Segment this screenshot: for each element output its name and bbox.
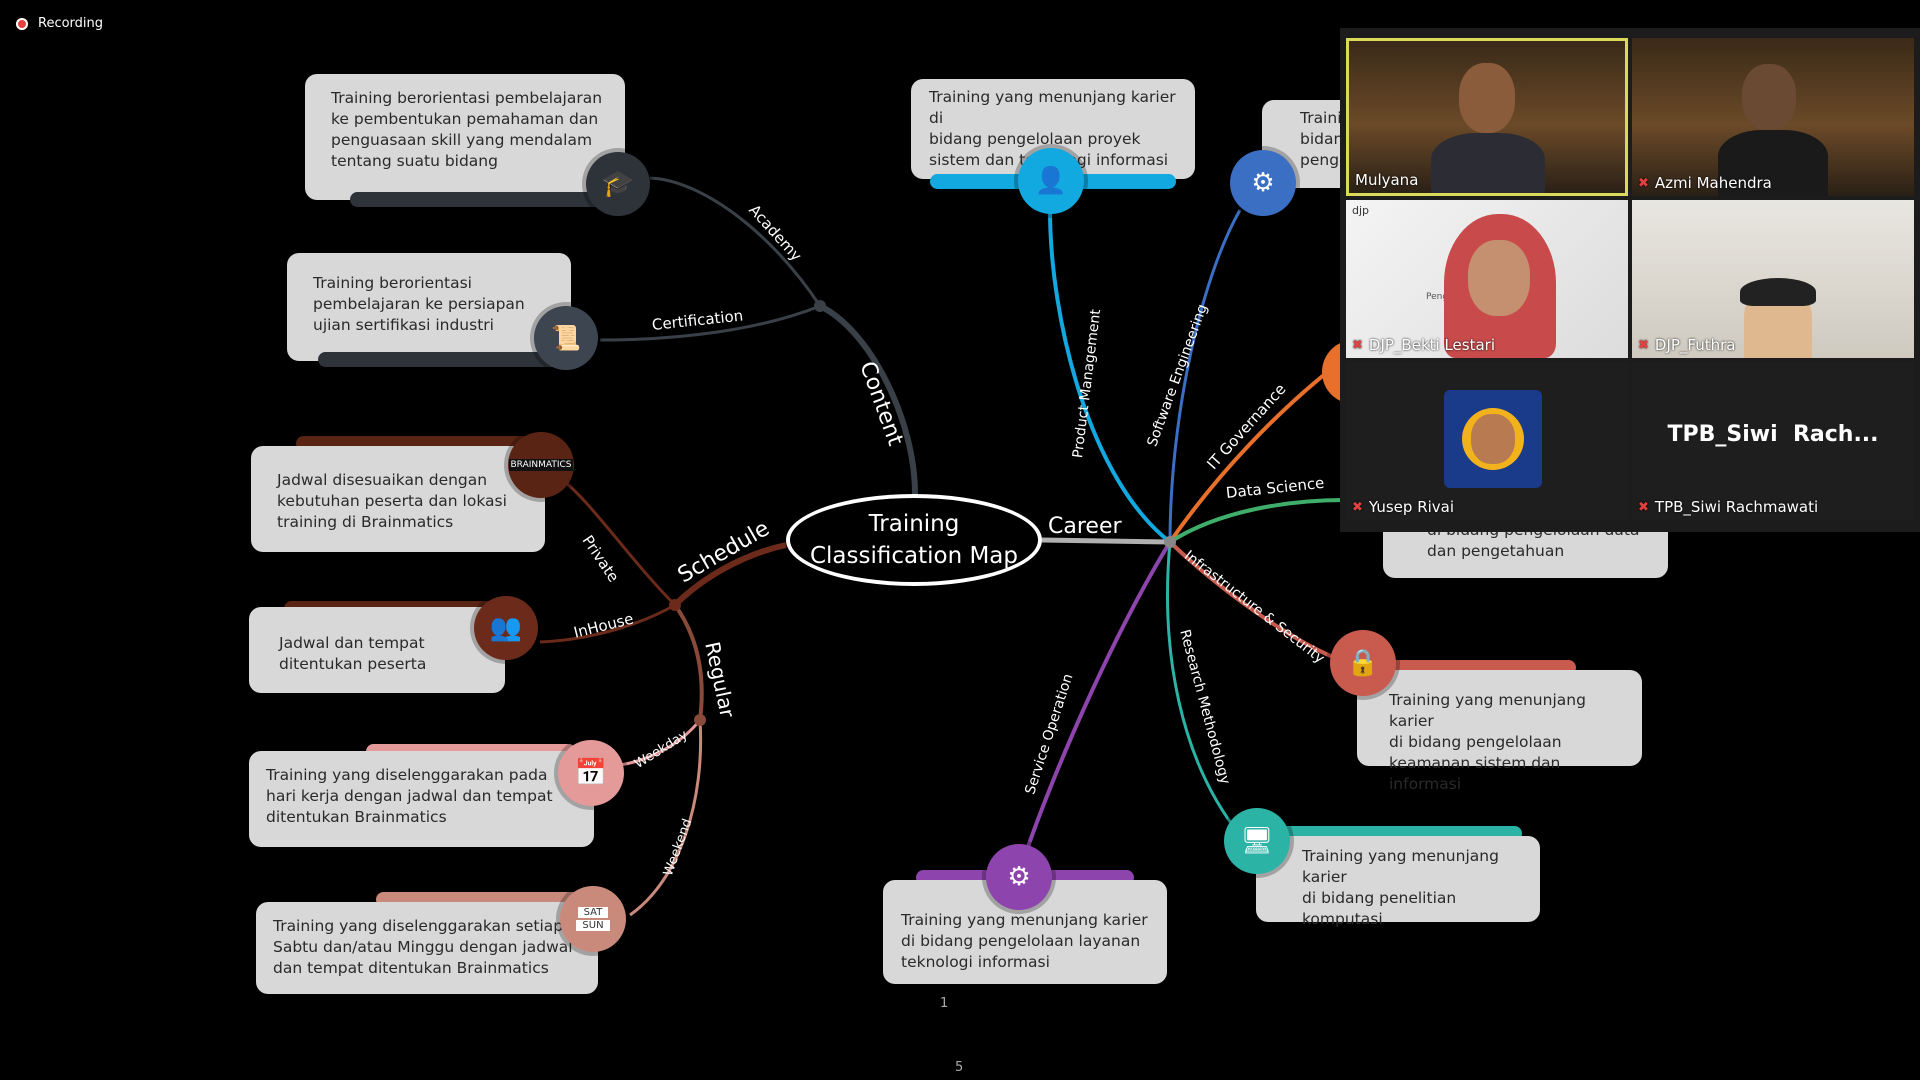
participant-shirt bbox=[1431, 133, 1545, 193]
card-weekend: Training yang diselenggarakan setiap Sab… bbox=[256, 902, 598, 994]
governance-line bbox=[1168, 368, 1332, 544]
avatar-face bbox=[1471, 414, 1515, 464]
avatar-frame-icon bbox=[1462, 408, 1524, 470]
djp-badge: djp bbox=[1352, 204, 1370, 217]
card-software-engineering-text: Traini bidan peng bbox=[1300, 109, 1344, 169]
participant-tile-azmi[interactable]: ✖Azmi Mahendra bbox=[1632, 38, 1914, 196]
regular-line bbox=[673, 603, 704, 721]
user-gear-icon: ⚙ bbox=[1230, 150, 1296, 216]
cal-sat-label: SAT bbox=[577, 907, 609, 918]
presenter-icon: 👤 bbox=[1018, 148, 1084, 214]
inhouse-line bbox=[539, 603, 676, 644]
recording-indicator[interactable]: Recording bbox=[16, 16, 103, 31]
mic-muted-icon: ✖ bbox=[1352, 337, 1363, 353]
card-private-text: Jadwal disesuaikan dengan kebutuhan pese… bbox=[277, 471, 507, 531]
branch-label-career: Career bbox=[1048, 514, 1122, 539]
card-weekday-text: Training yang diselenggarakan pada hari … bbox=[266, 766, 553, 826]
schedule-node bbox=[669, 599, 681, 611]
user-lock-icon: 🔒 bbox=[1330, 630, 1396, 696]
bar-certification bbox=[318, 352, 568, 367]
participant-avatar bbox=[1468, 240, 1530, 316]
schedule-branch-line bbox=[672, 542, 787, 608]
participant-big-name: TPB_Siwi Rach... bbox=[1667, 422, 1879, 447]
card-weekend-text: Training yang diselenggarakan setiap Sab… bbox=[273, 917, 573, 977]
card-infra-security: Training yang menunjang karier di bidang… bbox=[1357, 670, 1642, 793]
product-line bbox=[1048, 209, 1172, 544]
monitor-search-icon: 🖥 bbox=[1224, 808, 1290, 874]
participant-avatar bbox=[1742, 64, 1796, 130]
academy-line bbox=[649, 176, 822, 307]
recording-label: Recording bbox=[38, 16, 104, 31]
software-line bbox=[1168, 209, 1242, 543]
content-node bbox=[814, 300, 826, 312]
participant-tile-futhra[interactable]: ✖DJP_Futhra bbox=[1632, 200, 1914, 358]
card-research: Training yang menunjang karier di bidang… bbox=[1256, 836, 1540, 928]
regular-node bbox=[694, 714, 706, 726]
certification-line bbox=[599, 304, 821, 342]
record-icon bbox=[16, 17, 28, 30]
participant-name-siwi: ✖TPB_Siwi Rachmawati bbox=[1638, 498, 1819, 516]
card-certification: Training berorientasi pembelajaran ke pe… bbox=[287, 253, 571, 361]
card-inhouse: Jadwal dan tempat ditentukan peserta bbox=[249, 607, 505, 693]
gear-search-icon: ⚙ bbox=[986, 844, 1052, 910]
mic-muted-icon: ✖ bbox=[1638, 175, 1649, 191]
participant-shirt bbox=[1718, 130, 1828, 196]
card-academy-text: Training berorientasi pembelajaran ke pe… bbox=[331, 89, 603, 170]
infra-line bbox=[1168, 540, 1341, 662]
participant-name-bekti: ✖DJP_Bekti Lestari bbox=[1352, 336, 1495, 354]
certificate-icon: 📜 bbox=[534, 306, 598, 370]
participant-name-futhra: ✖DJP_Futhra bbox=[1638, 336, 1736, 354]
participant-tile-bekti[interactable]: djp Pengelola ✖DJP_Bekti Lestari bbox=[1346, 200, 1628, 358]
mic-muted-icon: ✖ bbox=[1638, 337, 1649, 353]
participant-hair bbox=[1740, 278, 1816, 306]
participant-name-yusep: ✖Yusep Rivai bbox=[1352, 498, 1455, 516]
card-academy: Training berorientasi pembelajaran ke pe… bbox=[305, 74, 625, 200]
page-number-top: 1 bbox=[940, 996, 949, 1011]
content-branch-line bbox=[818, 303, 918, 495]
participant-avatar bbox=[1444, 390, 1542, 488]
mic-muted-icon: ✖ bbox=[1638, 499, 1649, 515]
card-private: Jadwal disesuaikan dengan kebutuhan pese… bbox=[251, 446, 545, 552]
graduation-cap-icon: 🎓 bbox=[586, 152, 650, 216]
participant-name-mulyana: Mulyana bbox=[1355, 171, 1419, 189]
brainmatics-logo: BRAINMATICS bbox=[508, 432, 574, 498]
video-gallery: Mulyana ✖Azmi Mahendra djp Pengelola ✖DJ… bbox=[1340, 28, 1920, 532]
center-node: Training Classification Map bbox=[786, 494, 1042, 586]
weekend-line bbox=[629, 719, 703, 917]
center-title-line2: Classification Map bbox=[809, 543, 1019, 569]
brainmatics-logo-text: BRAINMATICS bbox=[508, 459, 574, 471]
page-number-bottom: 5 bbox=[955, 1060, 964, 1075]
data-line bbox=[1168, 498, 1346, 544]
weekend-calendar-icon: SAT SUN bbox=[560, 886, 626, 952]
career-branch-line bbox=[1041, 537, 1171, 545]
center-title-line1: Training bbox=[868, 511, 960, 537]
card-service-operation-text: Training yang menunjang karier di bidang… bbox=[901, 911, 1148, 971]
mic-muted-icon: ✖ bbox=[1352, 499, 1363, 515]
card-infra-security-text: Training yang menunjang karier di bidang… bbox=[1389, 691, 1586, 793]
bar-academy bbox=[350, 192, 630, 207]
people-meeting-icon: 👥 bbox=[474, 596, 538, 660]
participant-tile-siwi[interactable]: TPB_Siwi Rach... ✖TPB_Siwi Rachmawati bbox=[1632, 362, 1914, 520]
research-line bbox=[1166, 541, 1242, 836]
service-line bbox=[1018, 540, 1172, 871]
card-weekday: Training yang diselenggarakan pada hari … bbox=[249, 751, 594, 847]
participant-tile-yusep[interactable]: ✖Yusep Rivai bbox=[1346, 362, 1628, 520]
card-research-text: Training yang menunjang karier di bidang… bbox=[1302, 847, 1499, 928]
card-certification-text: Training berorientasi pembelajaran ke pe… bbox=[313, 274, 525, 334]
card-product-management-text: Training yang menunjang karier di bidang… bbox=[929, 88, 1176, 169]
card-inhouse-text: Jadwal dan tempat ditentukan peserta bbox=[279, 634, 427, 673]
participant-avatar bbox=[1459, 63, 1515, 133]
career-node bbox=[1164, 536, 1176, 548]
cal-sun-label: SUN bbox=[576, 920, 610, 931]
private-line bbox=[559, 476, 677, 607]
calendar-icon: 📅 bbox=[558, 740, 624, 806]
participant-name-azmi: ✖Azmi Mahendra bbox=[1638, 174, 1772, 192]
participant-tile-mulyana[interactable]: Mulyana bbox=[1346, 38, 1628, 196]
card-product-management: Training yang menunjang karier di bidang… bbox=[911, 79, 1195, 179]
weekday-line bbox=[619, 719, 702, 767]
